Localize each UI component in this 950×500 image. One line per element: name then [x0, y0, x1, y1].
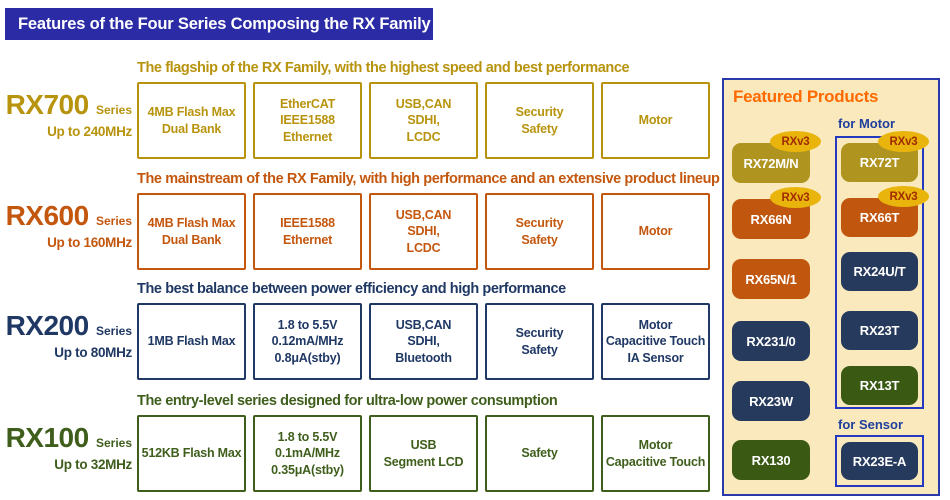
series-label: RX200 Series Up to 80MHz: [0, 303, 135, 380]
series-row-rx600: The mainstream of the RX Family, with hi…: [0, 170, 720, 270]
feature-box: Safety: [485, 415, 594, 492]
chip-rx66t: RX66T RXv3: [841, 186, 929, 237]
rxv3-badge: RXv3: [770, 187, 821, 208]
feature-box: USB,CAN SDHI, LCDC: [369, 82, 478, 159]
series-label: RX600 Series Up to 160MHz: [0, 193, 135, 270]
series-word: Series: [95, 436, 132, 450]
chip-rx23w: RX23W: [732, 381, 810, 421]
series-word: Series: [95, 103, 132, 117]
feature-box: Motor Capacitive Touch: [601, 415, 710, 492]
rxv3-badge: RXv3: [770, 131, 821, 152]
series-row-rx700: The flagship of the RX Family, with the …: [0, 59, 717, 159]
series-label: RX700 Series Up to 240MHz: [0, 82, 135, 159]
chip-rx23t: RX23T: [841, 311, 918, 350]
feature-box: 1.8 to 5.5V 0.1mA/MHz 0.35μA(stby): [253, 415, 362, 492]
feature-box-group: 4MB Flash Max Dual Bank IEEE1588 Etherne…: [137, 193, 710, 270]
feature-box: IEEE1588 Ethernet: [253, 193, 362, 270]
rxv3-badge: RXv3: [878, 186, 929, 207]
series-speed: Up to 80MHz: [54, 345, 132, 360]
feature-box: EtherCAT IEEE1588 Ethernet: [253, 82, 362, 159]
feature-box: 4MB Flash Max Dual Bank: [137, 82, 246, 159]
group-label-motor: for Motor: [838, 116, 896, 131]
rxv3-badge: RXv3: [878, 131, 929, 152]
series-speed: Up to 160MHz: [47, 235, 132, 250]
chip-rx23ea: RX23E-A: [841, 442, 918, 480]
feature-box: USB,CAN SDHI, LCDC: [369, 193, 478, 270]
group-box-motor: RX72T RXv3 RX66T RXv3 RX24U/T RX23T RX13…: [835, 131, 929, 409]
series-name: RX200 Series: [5, 310, 132, 341]
chip-rx72t: RX72T RXv3: [841, 131, 929, 182]
chip-rx13t: RX13T: [841, 366, 918, 405]
series-row-rx100: The entry-level series designed for ultr…: [0, 392, 717, 492]
chip-rx65n1: RX65N/1: [732, 259, 810, 299]
series-label: RX100 Series Up to 32MHz: [0, 415, 135, 492]
feature-box: Security Safety: [485, 193, 594, 270]
chip-rx130: RX130: [732, 440, 810, 480]
feature-box: Motor Capacitive Touch IA Sensor: [601, 303, 710, 380]
feature-box: 1.8 to 5.5V 0.12mA/MHz 0.8μA(stby): [253, 303, 362, 380]
series-tagline: The entry-level series designed for ultr…: [137, 393, 558, 409]
series-name: RX100 Series: [5, 422, 132, 453]
group-box-sensor: RX23E-A: [835, 435, 924, 487]
page-title: Features of the Four Series Composing th…: [5, 8, 433, 40]
series-row-rx200: The best balance between power efficienc…: [0, 280, 717, 380]
feature-box: 512KB Flash Max: [137, 415, 246, 492]
feature-box: USB Segment LCD: [369, 415, 478, 492]
series-name: RX700 Series: [5, 89, 132, 120]
feature-box-group: 512KB Flash Max 1.8 to 5.5V 0.1mA/MHz 0.…: [137, 415, 710, 492]
chip-rx66n: RX66N RXv3: [732, 187, 821, 239]
series-tagline: The mainstream of the RX Family, with hi…: [137, 171, 720, 187]
series-tagline: The best balance between power efficienc…: [137, 281, 566, 297]
group-label-sensor: for Sensor: [838, 417, 904, 432]
feature-box: Security Safety: [485, 303, 594, 380]
feature-box-group: 4MB Flash Max Dual Bank EtherCAT IEEE158…: [137, 82, 710, 159]
series-word: Series: [95, 214, 132, 228]
feature-box: Motor: [601, 82, 710, 159]
series-speed: Up to 32MHz: [54, 457, 132, 472]
featured-products-panel: Featured Products RX72M/N RXv3 RX66N RXv…: [722, 78, 940, 496]
feature-box: Motor: [601, 193, 710, 270]
series-speed: Up to 240MHz: [47, 124, 132, 139]
feature-box-group: 1MB Flash Max 1.8 to 5.5V 0.12mA/MHz 0.8…: [137, 303, 710, 380]
chip-rx24ut: RX24U/T: [841, 252, 918, 291]
series-word: Series: [95, 324, 132, 338]
feature-box: 4MB Flash Max Dual Bank: [137, 193, 246, 270]
feature-box: Security Safety: [485, 82, 594, 159]
chip-rx2310: RX231/0: [732, 321, 810, 361]
series-tagline: The flagship of the RX Family, with the …: [137, 60, 630, 76]
feature-box: USB,CAN SDHI, Bluetooth: [369, 303, 478, 380]
feature-box: 1MB Flash Max: [137, 303, 246, 380]
featured-products-title: Featured Products: [733, 87, 879, 106]
series-name: RX600 Series: [5, 200, 132, 231]
chip-rx72mn: RX72M/N RXv3: [732, 131, 821, 183]
